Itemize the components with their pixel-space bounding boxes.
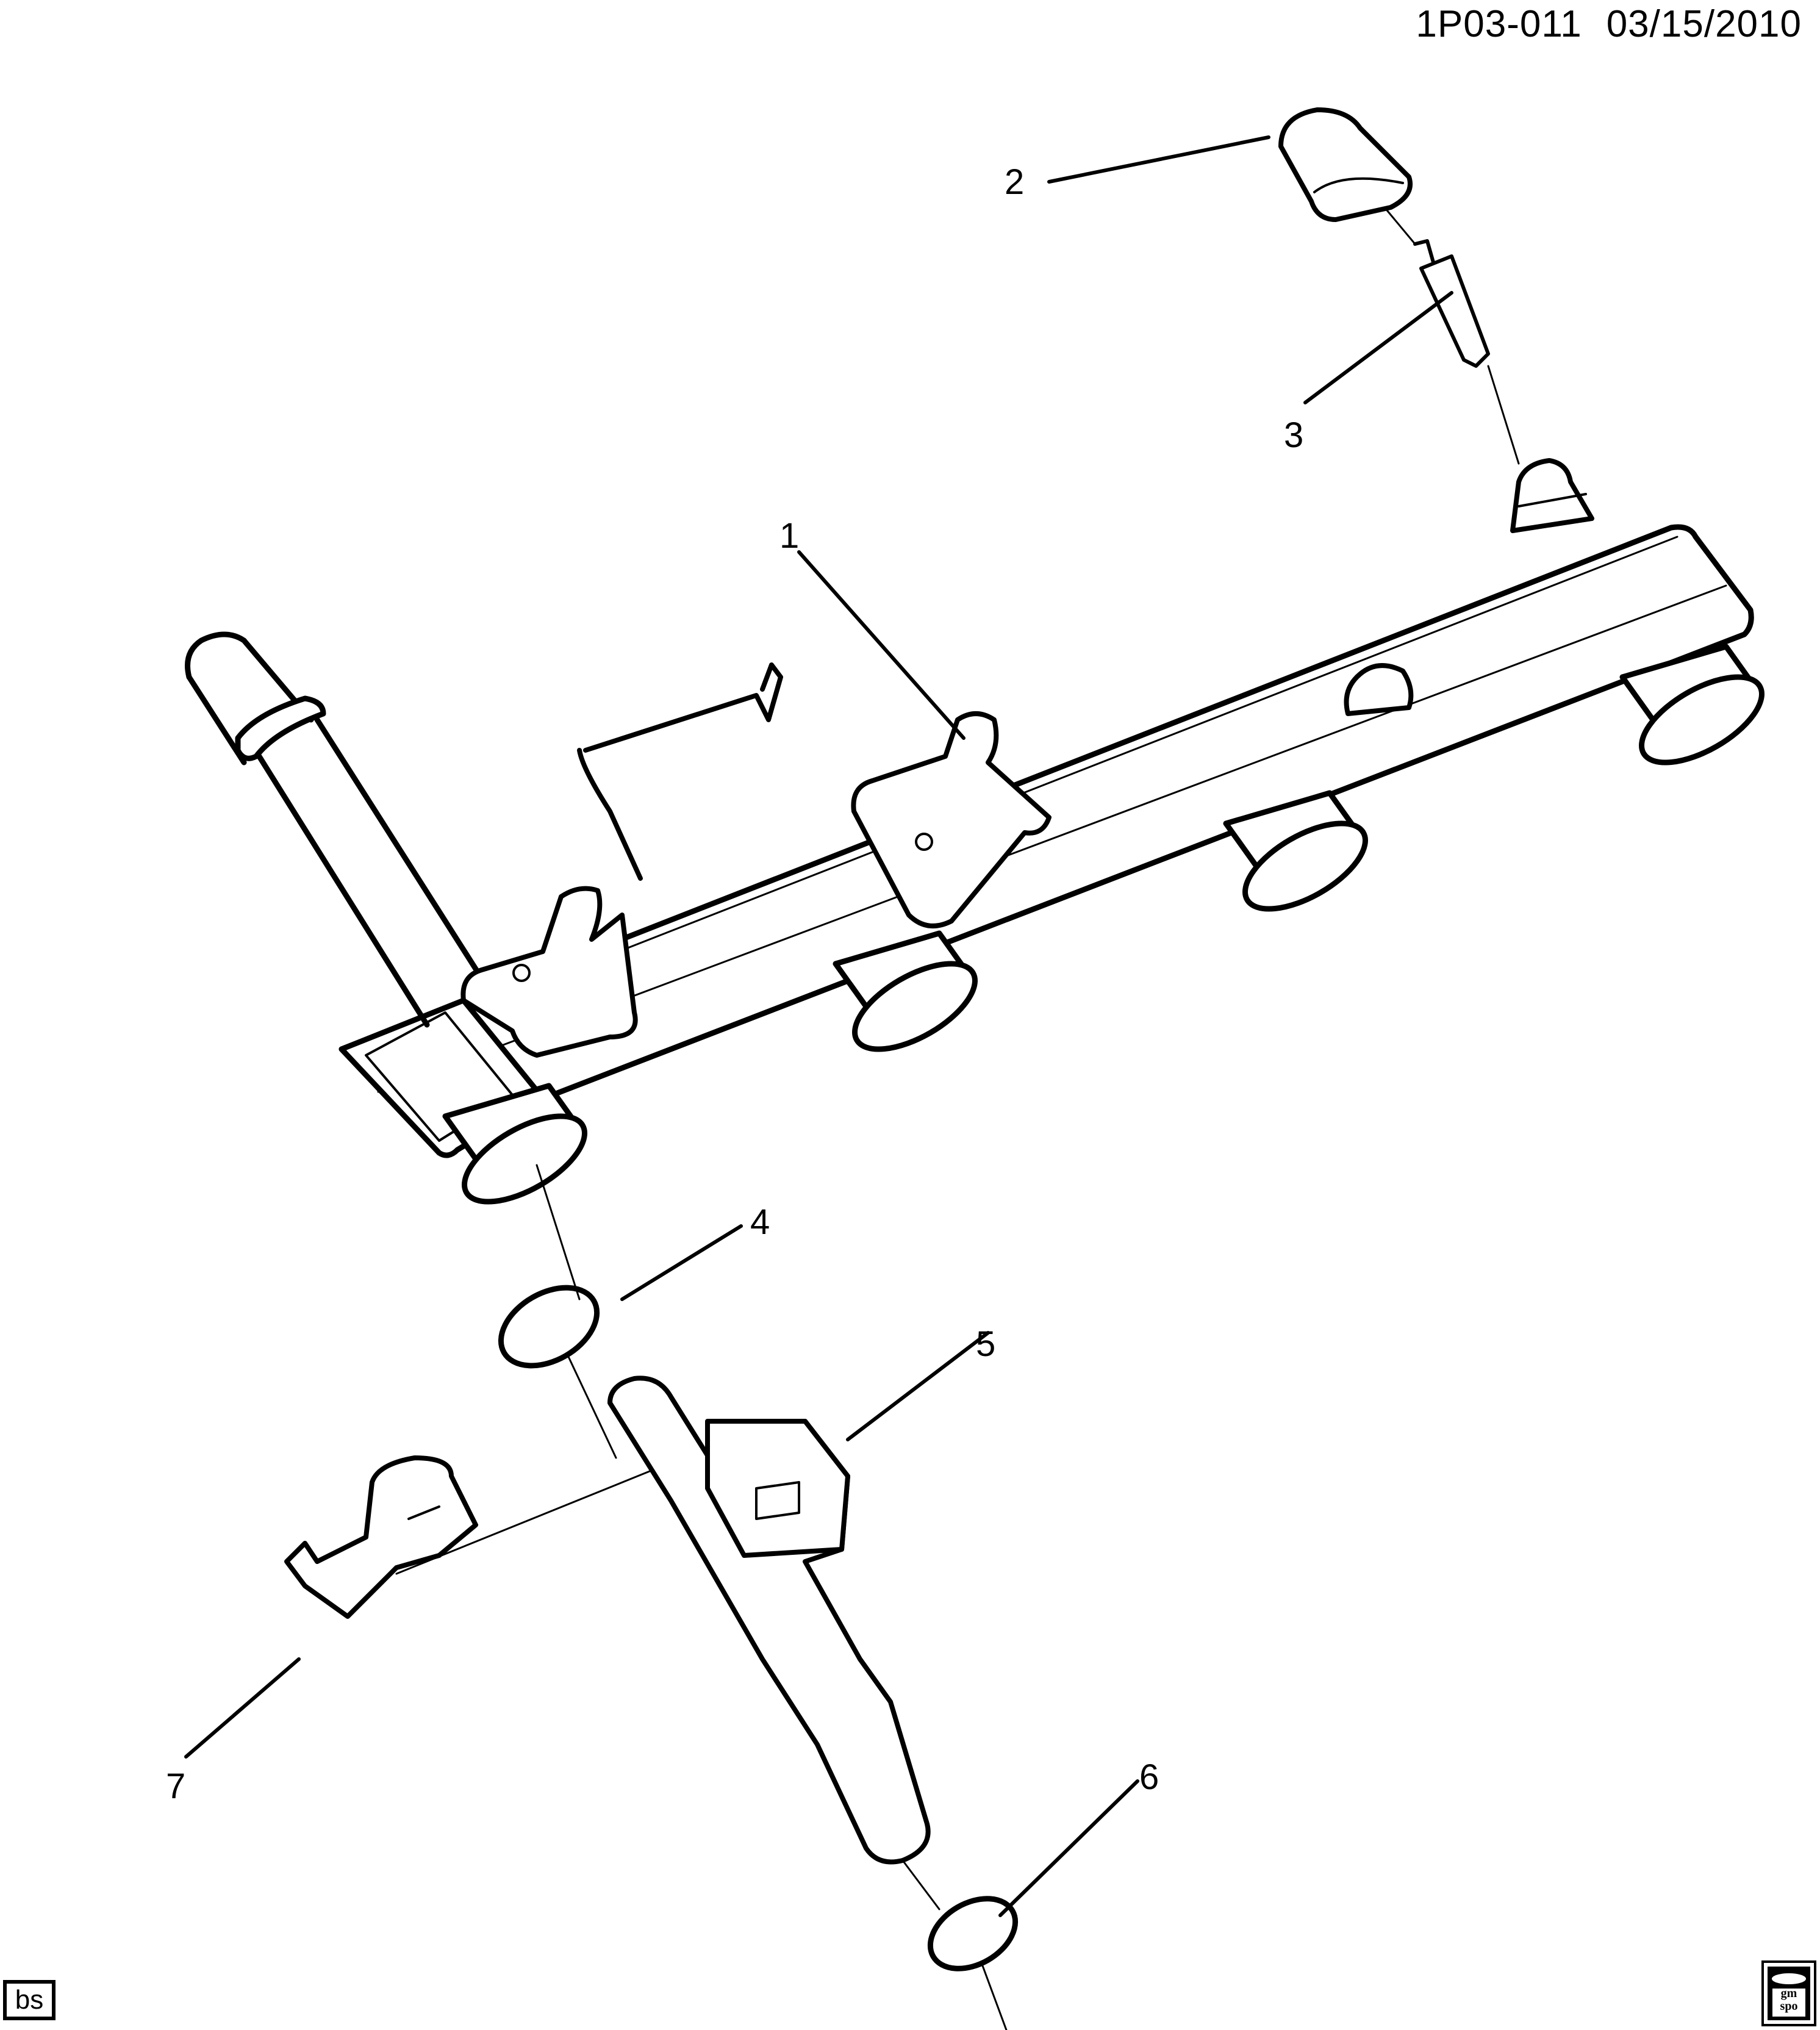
service-port <box>1344 458 1594 716</box>
gm-spo-logo-icon <box>1761 1960 1816 2026</box>
illustration-id: 1P03-011 <box>1416 3 1582 45</box>
retainer-clip-part-7 <box>284 1455 478 1619</box>
callout-7: 7 <box>166 1766 186 1806</box>
callout-4: 4 <box>750 1202 770 1242</box>
leader-lines <box>184 135 1453 1917</box>
fuel-rail <box>339 524 1754 1158</box>
callout-1: 1 <box>779 516 800 556</box>
illustration-header: 1P03-011 03/15/2010 <box>1391 2 1802 46</box>
bs-badge: bs <box>3 1980 56 2020</box>
gm-text: gm <box>1780 1987 1797 2000</box>
gm-spo-logo: gm spo <box>1761 1960 1816 2026</box>
injector-part-5 <box>607 1375 931 1865</box>
callout-3: 3 <box>1284 415 1304 455</box>
callout-6: 6 <box>1139 1757 1159 1797</box>
inlet-tube <box>185 631 491 1028</box>
alignment-lines <box>395 206 1520 2030</box>
callout-5: 5 <box>976 1324 996 1364</box>
illustration-date: 03/15/2010 <box>1606 3 1802 45</box>
callout-2: 2 <box>1005 162 1025 202</box>
spo-text: spo <box>1780 2000 1798 2013</box>
injector-cups <box>442 644 1764 1205</box>
valve-core-part-3 <box>1413 239 1490 368</box>
cap-part-2 <box>1278 107 1413 222</box>
rail-clips <box>460 662 1052 1058</box>
o-rings <box>498 1285 1019 1971</box>
